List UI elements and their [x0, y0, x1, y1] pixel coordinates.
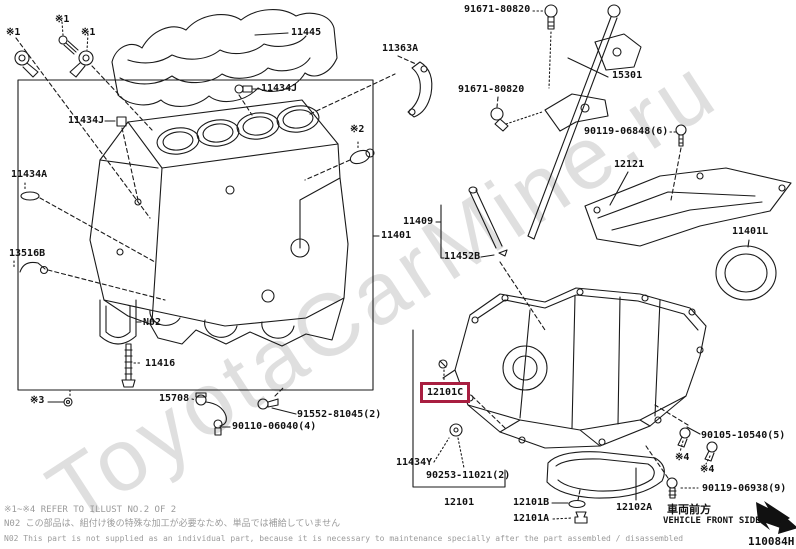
part-label-11452b[interactable]: 11452B: [444, 251, 481, 262]
part-label-11434j-left[interactable]: 11434J: [68, 115, 105, 126]
oil-pipe-art: [13, 260, 166, 301]
part-label-11434j-right[interactable]: 11434J: [261, 83, 298, 94]
oil-seal-art: [715, 239, 777, 301]
bottom-left-bolts-art: [47, 387, 297, 436]
insulator-plate-art: [584, 124, 792, 247]
engine-block-art: [89, 99, 349, 347]
part-label-11363a[interactable]: 11363A: [382, 43, 419, 54]
part-label-n02[interactable]: N02: [143, 317, 162, 328]
part-label-90119-06938[interactable]: 90119-06938(9): [702, 483, 787, 494]
right-bolts-art: [645, 404, 718, 499]
mark-asterisk3: ※3: [30, 395, 45, 406]
vehicle-front-jp: 車両前方: [667, 503, 711, 516]
crankcase-bolt-art: [433, 359, 506, 469]
note-n02-japanese: N02 この部品は、組付け後の特殊な加工が必要なため、単品では補給していません: [4, 519, 341, 529]
group-bracket: [412, 329, 506, 488]
part-label-12101[interactable]: 12101: [444, 497, 475, 508]
part-label-11445[interactable]: 11445: [291, 27, 322, 38]
mark-asterisk2: ※2: [350, 124, 365, 135]
part-label-11409[interactable]: 11409: [403, 216, 434, 227]
diagram-code: 110084H: [748, 535, 795, 548]
vehicle-front-en: VEHICLE FRONT SIDE: [663, 516, 761, 526]
mark-asterisk4-b: ※4: [700, 464, 715, 475]
part-label-90253-11021[interactable]: 90253-11021(2): [426, 470, 511, 481]
note-refer-illust: ※1~※4 REFER TO ILLUST NO.2 OF 2: [4, 505, 177, 515]
oil-nozzle-art: [191, 392, 227, 427]
part-label-11434y[interactable]: 11434Y: [396, 457, 433, 468]
bracket-art: [309, 55, 433, 118]
part-label-91552-81045[interactable]: 91552-81045(2): [297, 409, 382, 420]
guide-tube-art: [372, 186, 546, 331]
sensor-parts-art: [14, 21, 153, 219]
mark-asterisk1-c: ※1: [81, 27, 96, 38]
part-label-15301[interactable]: 15301: [612, 70, 643, 81]
mark-asterisk4-a: ※4: [675, 452, 690, 463]
knock-sensor-art: [304, 141, 375, 181]
part-label-12102a[interactable]: 12102A: [616, 502, 653, 513]
oil-pan-art: [442, 287, 707, 449]
part-label-91671-80820-top[interactable]: 91671-80820: [464, 4, 531, 15]
valley-cover-art: [111, 9, 338, 107]
part-label-90110-06040[interactable]: 90110-06040(4): [232, 421, 317, 432]
part-label-12121[interactable]: 12121: [614, 159, 645, 170]
part-label-90105-10540[interactable]: 90105-10540(5): [701, 430, 786, 441]
mark-asterisk1-a: ※1: [6, 27, 21, 38]
lower-pan-art: [546, 451, 665, 524]
part-label-11401l[interactable]: 11401L: [732, 226, 769, 237]
part-label-12101a[interactable]: 12101A: [513, 513, 550, 524]
mark-asterisk1-b: ※1: [55, 14, 70, 25]
front-direction-arrow: [756, 501, 796, 534]
part-label-91671-80820-mid[interactable]: 91671-80820: [458, 84, 525, 95]
note-n02-english: N02 This part is not supplied as an indi…: [4, 534, 684, 543]
part-label-15708[interactable]: 15708: [159, 393, 190, 404]
part-label-12101c-highlighted[interactable]: 12101C: [420, 382, 471, 403]
part-label-12101b[interactable]: 12101B: [513, 497, 550, 508]
part-label-11434a[interactable]: 11434A: [11, 169, 48, 180]
dipstick-art: [490, 4, 642, 240]
block-frame-box: [17, 79, 374, 391]
plug-bolt-parts-art: [20, 84, 260, 263]
part-label-11416[interactable]: 11416: [145, 358, 176, 369]
part-label-11401[interactable]: 11401: [381, 230, 412, 241]
bearing-cap-art: [99, 299, 143, 388]
part-label-13516b[interactable]: 13516B: [9, 248, 46, 259]
part-label-90119-06848[interactable]: 90119-06848(6): [584, 126, 669, 137]
